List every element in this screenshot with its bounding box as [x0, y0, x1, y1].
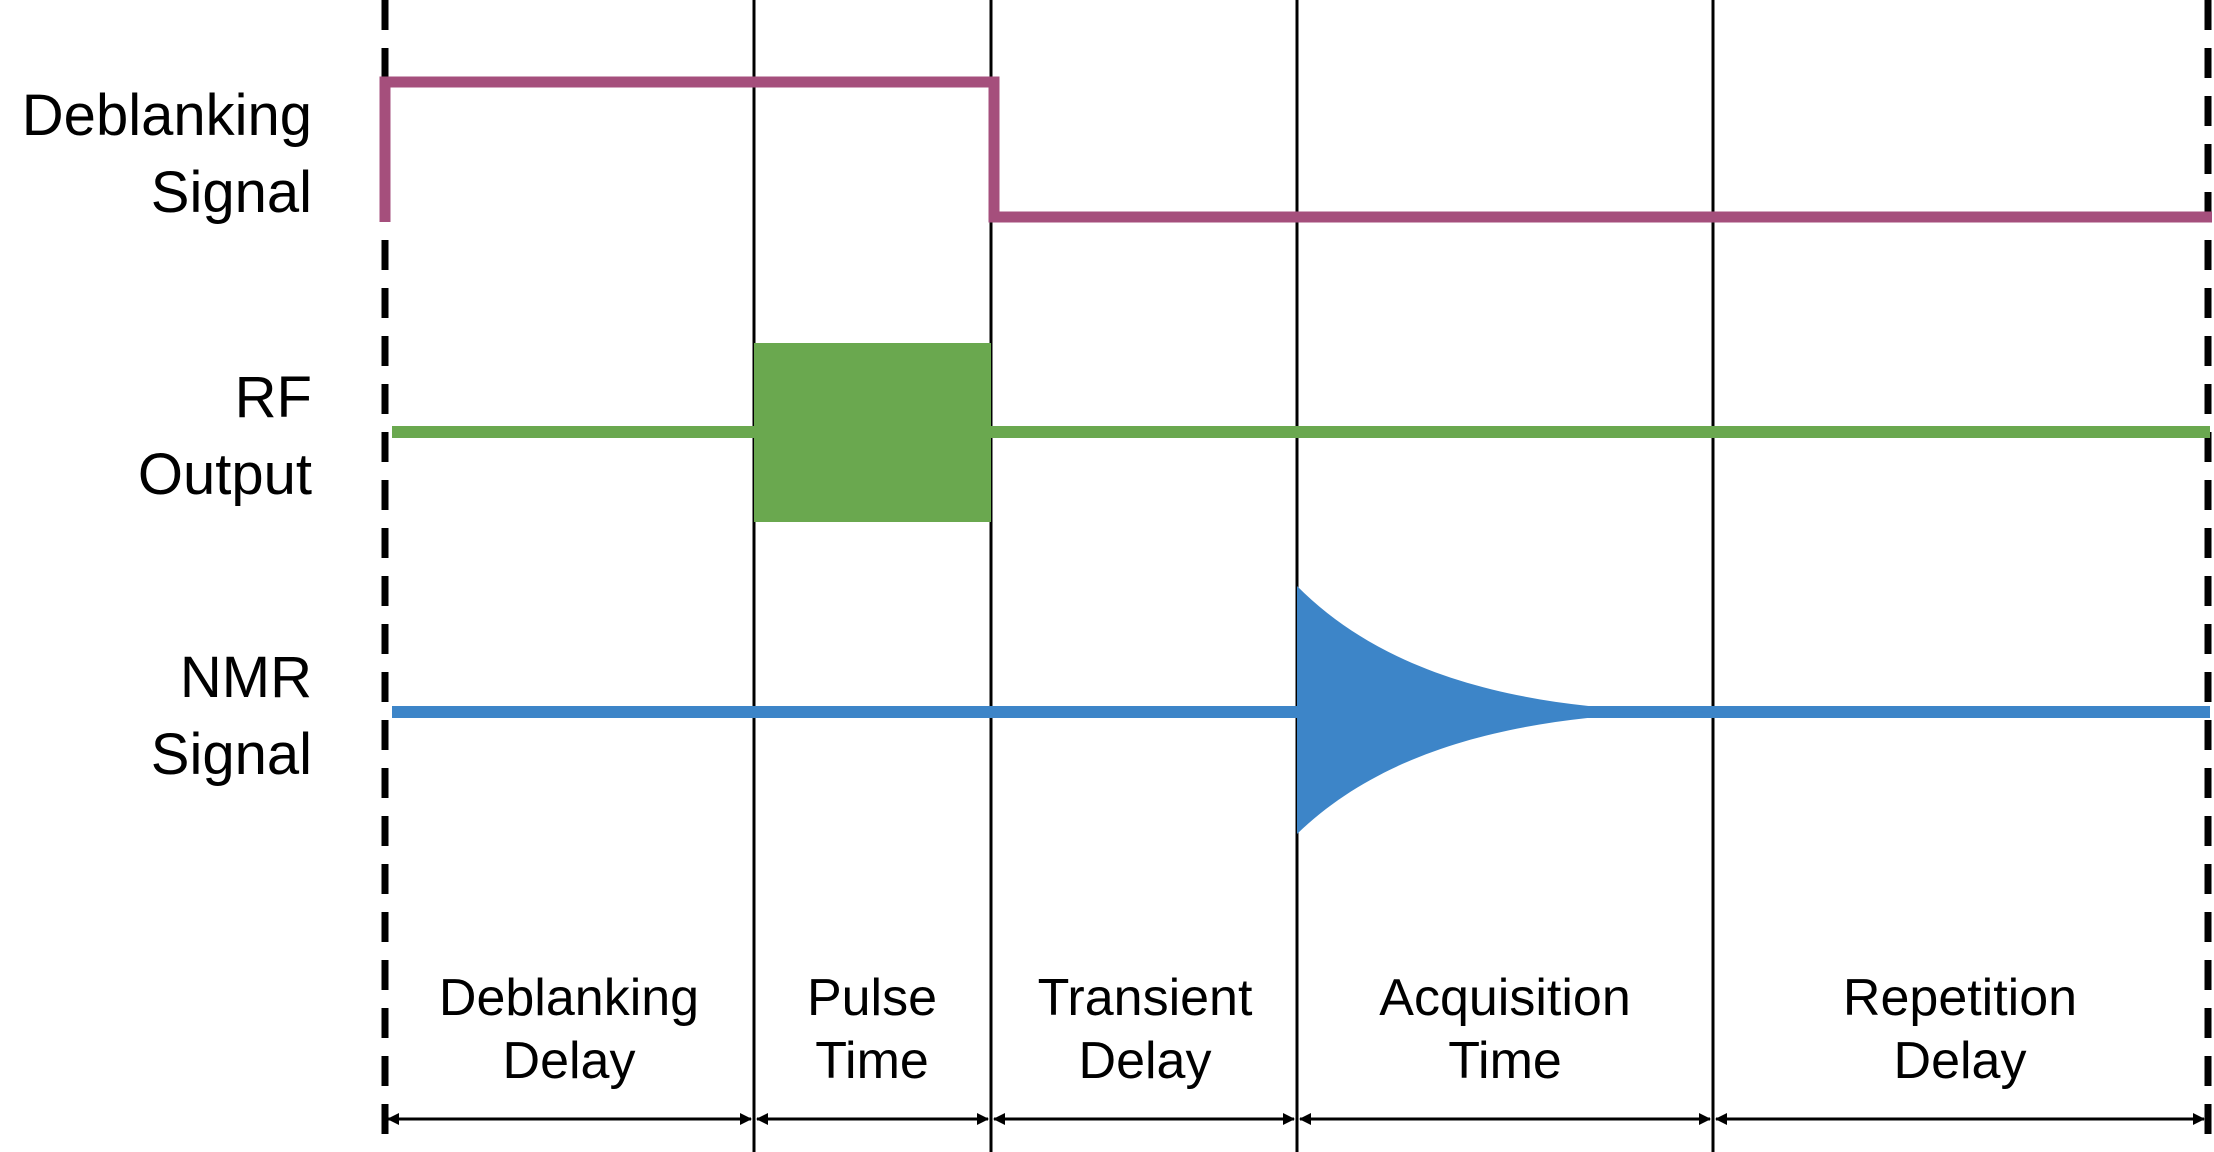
- deblanking-signal-label-line1: Deblanking: [22, 83, 312, 148]
- rf-output-trace: [392, 343, 2210, 522]
- phase-label-transient-delay-line2: Delay: [1079, 1032, 1212, 1090]
- signal-labels: Deblanking Signal RF Output NMR Signal: [22, 83, 312, 787]
- phase-label-pulse-time-line2: Time: [815, 1032, 929, 1090]
- phase-labels: Deblanking Delay Pulse Time Transient De…: [439, 969, 2077, 1090]
- rf-output-label-line2: Output: [138, 442, 312, 507]
- nmr-signal-label-line2: Signal: [151, 722, 312, 787]
- nmr-signal-trace: [392, 586, 2210, 834]
- nmr-signal-label-line1: NMR: [180, 645, 312, 710]
- phase-label-pulse-time-line1: Pulse: [807, 969, 937, 1027]
- phase-label-acquisition-time-line1: Acquisition: [1379, 969, 1630, 1027]
- phase-label-repetition-delay-line2: Delay: [1894, 1032, 2027, 1090]
- deblanking-signal-trace: [379, 76, 2212, 223]
- phase-label-deblanking-delay-line1: Deblanking: [439, 969, 699, 1027]
- deblanking-signal-label-line2: Signal: [151, 160, 312, 225]
- phase-label-deblanking-delay-line2: Delay: [503, 1032, 636, 1090]
- nmr-fid-envelope: [1297, 586, 1713, 834]
- phase-label-repetition-delay-line1: Repetition: [1843, 969, 2077, 1027]
- rf-pulse-block: [754, 343, 991, 522]
- rf-output-label-line1: RF: [235, 365, 312, 430]
- phase-label-transient-delay-line1: Transient: [1038, 969, 1253, 1027]
- phase-label-acquisition-time-line2: Time: [1448, 1032, 1562, 1090]
